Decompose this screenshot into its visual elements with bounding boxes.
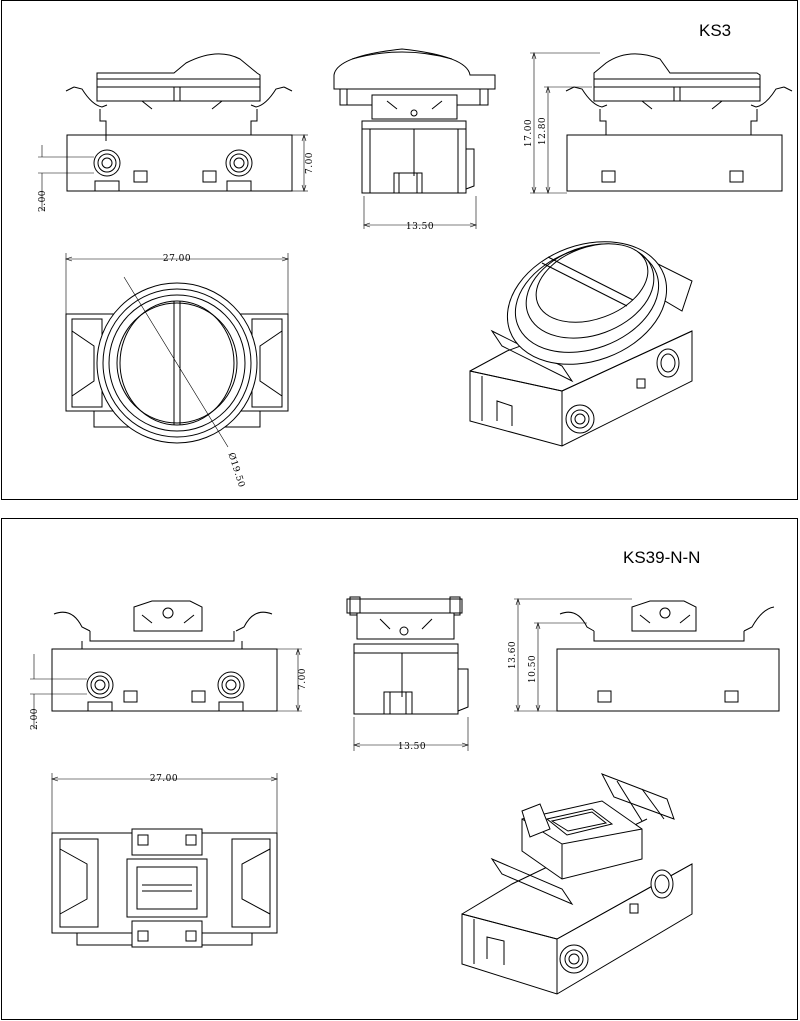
ks39-dim-top-width: 27.00 bbox=[150, 774, 178, 784]
ks39-side-dimensions bbox=[30, 649, 302, 729]
ks39-right-view bbox=[557, 601, 779, 711]
ks39-right-dimensions bbox=[514, 599, 632, 711]
ks3-drawing-panel: KS3 bbox=[1, 0, 798, 500]
ks39-top-dimensions bbox=[52, 773, 277, 833]
ks39-dim-side-height: 7.00 bbox=[298, 668, 308, 690]
ks3-dim-top-diameter: Ø19.50 bbox=[226, 451, 248, 489]
ks3-top-view bbox=[66, 277, 288, 447]
ks3-dim-top-width: 27.00 bbox=[163, 254, 191, 264]
ks3-dim-side-height: 7.00 bbox=[305, 152, 315, 174]
ks39-dim-right-partial: 10.50 bbox=[528, 655, 538, 683]
ks39-dim-right-total: 13.60 bbox=[508, 641, 518, 669]
ks39-dim-side-offset: 2.00 bbox=[30, 708, 40, 730]
ks39-front-dimensions bbox=[354, 717, 468, 751]
ks3-side-dimensions bbox=[38, 135, 308, 211]
ks3-drawing: 7.00 2.00 13.50 bbox=[38, 1, 799, 489]
model-title-ks3: KS3 bbox=[699, 21, 732, 40]
ks3-front-view bbox=[334, 49, 495, 193]
ks3-dim-right-partial: 12.80 bbox=[538, 117, 548, 145]
ks3-front-dimensions bbox=[364, 196, 476, 229]
ks3-right-dimensions bbox=[530, 53, 600, 193]
ks3-dim-front-width: 13.50 bbox=[406, 222, 434, 232]
ks39-top-view bbox=[52, 829, 277, 947]
ks3-isometric-view bbox=[470, 220, 692, 446]
ks3-right-view bbox=[566, 54, 792, 191]
ks39-drawing-panel: KS39-N-N bbox=[1, 518, 798, 1020]
ks3-side-view bbox=[66, 54, 292, 191]
ks39-dim-front-width: 13.50 bbox=[398, 742, 426, 752]
ks3-dim-right-total: 17.00 bbox=[524, 119, 534, 147]
ks39-drawing: 7.00 2.00 13.50 bbox=[30, 519, 799, 1021]
ks3-top-dimensions bbox=[66, 253, 288, 314]
ks3-dim-side-offset: 2.00 bbox=[38, 190, 48, 212]
ks39-isometric-view bbox=[462, 774, 692, 994]
model-title-ks39: KS39-N-N bbox=[623, 548, 701, 567]
ks39-side-view bbox=[52, 601, 277, 711]
ks39-front-view bbox=[347, 597, 468, 714]
